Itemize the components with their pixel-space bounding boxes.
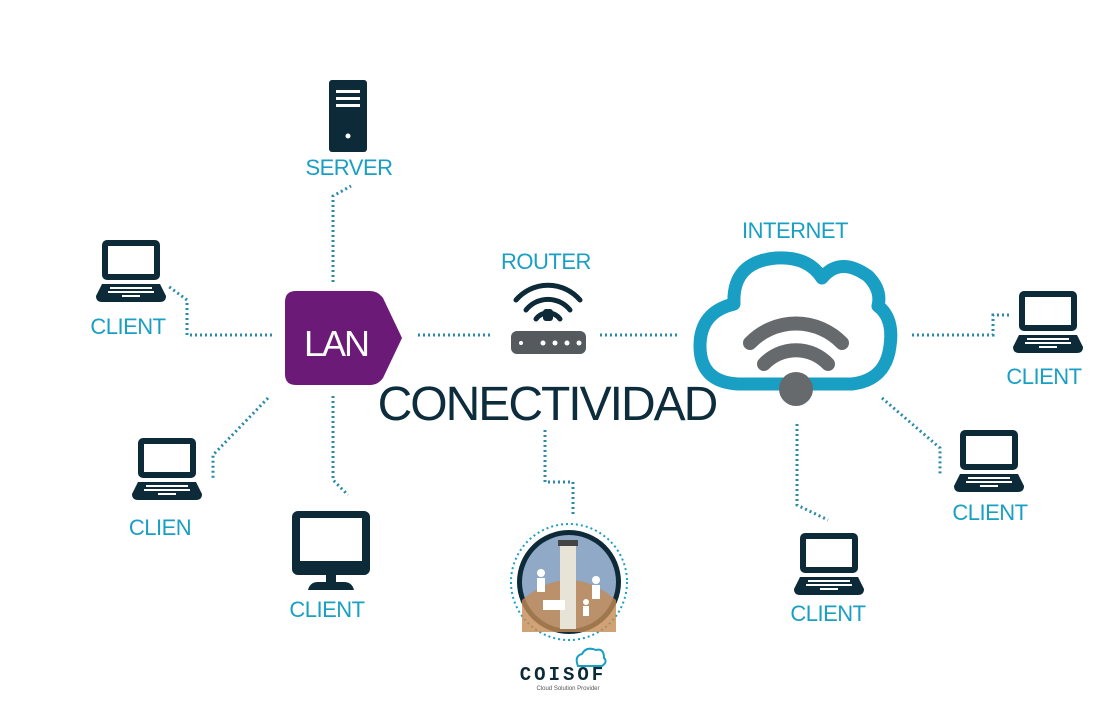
internet-label: INTERNET [742, 218, 848, 243]
lan-client-desktop: CLIENT [289, 511, 370, 622]
connectors [167, 184, 1010, 522]
internet-node: INTERNET [693, 218, 898, 406]
coisof-logo: COISOF Cloud Solution Provider [510, 523, 628, 692]
net-client-right-label: CLIENT [1006, 364, 1081, 389]
lan-client-top [96, 240, 166, 302]
laptop-icon [794, 533, 864, 595]
people-icons [537, 569, 600, 616]
laptop-icon [96, 240, 166, 302]
net-client-bottom-label: CLIENT [790, 601, 865, 626]
diagram-title: CONECTIVIDAD [378, 378, 717, 431]
lighthouse-icon [560, 545, 576, 629]
router-label: ROUTER [501, 249, 591, 274]
logo-wordmark: COISOF [520, 664, 606, 686]
server-node: SERVER [305, 80, 393, 180]
laptop-icon [132, 438, 202, 500]
lan-client-top-label: CLIENT [90, 314, 165, 339]
server-label: SERVER [305, 155, 392, 180]
desktop-monitor-icon [292, 511, 370, 590]
logo-tagline: Cloud Solution Provider [536, 686, 599, 692]
server-icon [329, 80, 367, 152]
wifi-router-icon [511, 282, 586, 354]
net-client-right [1013, 291, 1083, 353]
router-node: ROUTER [501, 249, 591, 354]
cloud-icon [693, 251, 898, 391]
lan-client-left [132, 438, 202, 500]
laptop-icon [954, 430, 1024, 492]
lan-label: LAN [304, 323, 368, 364]
laptop-icon [1013, 291, 1083, 353]
wifi-icon [743, 316, 849, 406]
lan-box [285, 291, 402, 385]
net-client-bottom [794, 533, 864, 595]
lan-client-desktop-label: CLIENT [289, 597, 364, 622]
net-client-lower-right [954, 430, 1024, 492]
small-cloud-icon [575, 647, 607, 667]
net-client-lower-right-label: CLIENT [952, 500, 1027, 525]
lan-hub: LAN [285, 291, 402, 385]
lan-client-left-label: CLIEN [129, 515, 191, 540]
